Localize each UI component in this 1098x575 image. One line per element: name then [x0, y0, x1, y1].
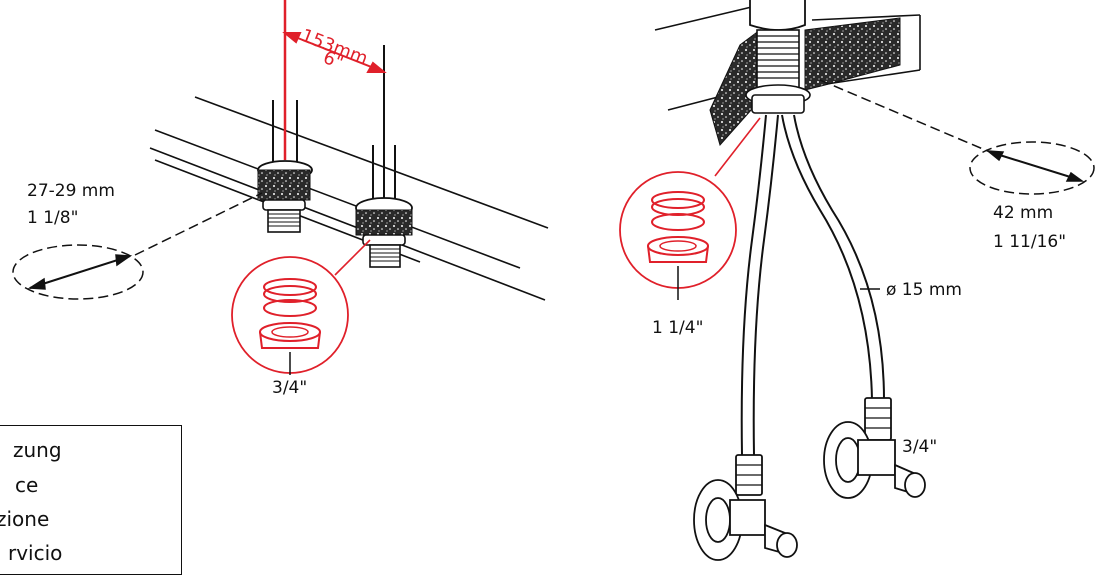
right-hole-outline [819, 79, 1095, 195]
legend-line-3: zione [0, 507, 50, 531]
hose-right [781, 114, 885, 401]
left-thread-label: 3/4" [272, 378, 307, 398]
left-hole-mm-label: 27-29 mm [27, 181, 115, 201]
left-washer-callout [231, 239, 371, 375]
legend-line-2: ce [15, 473, 39, 497]
left-supply-pipe-2 [355, 45, 413, 268]
right-hole-in-label: 1 11/16" [993, 232, 1066, 252]
right-seal-right [804, 17, 901, 91]
right-valve-thread-label: 3/4" [902, 437, 937, 457]
left-hole-outline [12, 192, 263, 300]
right-mixer-body [745, 0, 811, 114]
right-thread-top-label: 1 1/4" [652, 318, 703, 338]
angle-valve-right [823, 397, 926, 499]
left-countertop [149, 96, 549, 301]
spacing-dimension [282, 32, 387, 73]
legend-line-1: zung [13, 438, 62, 462]
angle-valve-left [693, 454, 798, 561]
right-hole-mm-label: 42 mm [993, 203, 1053, 223]
legend-line-4: rvicio [8, 541, 63, 565]
hose-dia-label: ø 15 mm [886, 280, 962, 300]
hose-left [740, 114, 779, 456]
left-hole-in-label: 1 1/8" [27, 208, 78, 228]
left-supply-pipe-1 [257, 0, 313, 233]
right-washer-callout [619, 117, 761, 300]
legend-box: zung ce zione rvicio [0, 425, 182, 575]
